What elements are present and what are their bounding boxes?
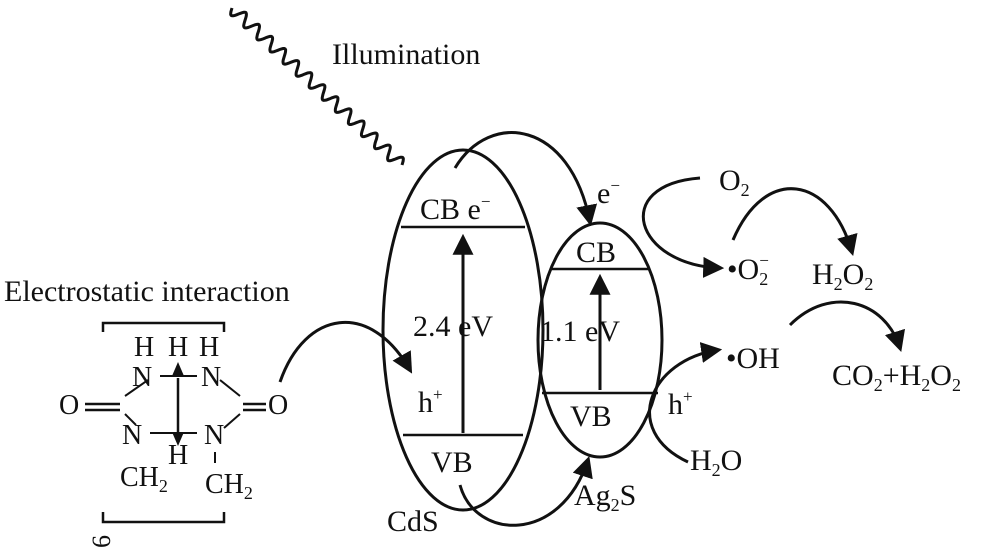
svg-text:H: H [134,332,154,363]
svg-text:CB e−: CB e− [420,192,490,226]
hole-transfer-arrow [458,456,593,527]
svg-text:N: N [122,420,142,451]
svg-text:CH2: CH2 [205,469,253,503]
ag2s-semiconductor: CB 1.1 eV VB [536,221,664,459]
svg-text:H: H [168,332,188,363]
h2o-label: H2O [690,444,742,480]
svg-text:N: N [132,362,152,393]
svg-text:N: N [204,420,224,451]
ag2s-vb-label: VB [570,400,612,433]
ag2s-hole-label: h+ [668,387,693,421]
ag2s-electron-label: e− [597,176,620,210]
hydroxyl-radical-label: •OH [726,342,780,375]
oh-degradation-arrow [788,300,905,353]
h2o2-formation-arrow [731,187,858,257]
svg-text:H: H [199,332,219,363]
svg-text:CH2: CH2 [120,462,168,496]
cds-vb-label: VB [431,446,473,479]
svg-text:H: H [168,440,188,471]
ag2s-bandgap-label: 1.1 eV [540,315,620,348]
svg-text:6: 6 [87,535,116,548]
cds-semiconductor: CB e− 2.4 eV h+ VB [381,148,545,512]
o2-reduction-arrow [641,176,725,278]
svg-text:O: O [59,390,79,421]
svg-text:O: O [268,390,288,421]
electrostatic-label: Electrostatic interaction [4,275,290,308]
illumination-wave-icon [229,7,405,166]
ag2s-cb-label: CB [576,236,616,269]
molecule-to-cds-arrow [278,320,413,383]
cds-hole-label: h+ [418,385,443,419]
electron-transfer-arrow [453,131,598,227]
cds-label: CdS [387,505,439,538]
cucurbituril-molecule: H H H N N O O N N H CH2 CH2 6 [59,321,288,548]
co2-h2o2-label: CO2+H2O2 [832,359,961,395]
cds-bandgap-label: 2.4 eV [413,310,493,343]
svg-text:N: N [201,362,221,393]
ag2s-label: Ag2S [574,479,636,515]
o2-label: O2 [719,164,750,200]
water-oxidation-arrow [648,342,723,464]
illumination-label: Illumination [332,38,480,71]
superoxide-label: •O2− [727,251,769,289]
h2o2-label: H2O2 [812,258,873,294]
